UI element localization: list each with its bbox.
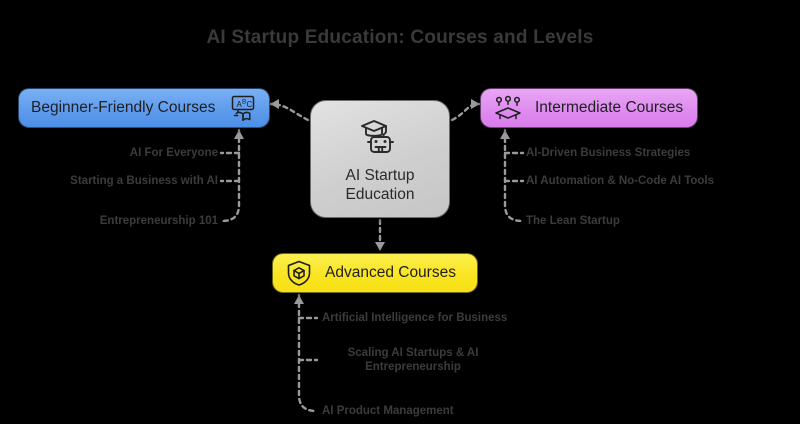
arrow-intermediate	[471, 99, 480, 109]
arrow-spine-beginner	[234, 130, 244, 139]
node-beginner-label: Beginner-Friendly Courses	[31, 99, 216, 116]
shield-cube-icon	[285, 259, 313, 287]
node-advanced-label: Advanced Courses	[325, 264, 456, 281]
edge-center-intermediate	[450, 102, 482, 122]
svg-text:C: C	[247, 100, 253, 109]
arrow-beginner	[270, 99, 279, 109]
leaf-beginner-2: Entrepreneurship 101	[99, 215, 218, 227]
node-advanced-courses[interactable]: Advanced Courses	[272, 253, 478, 293]
svg-text:A: A	[237, 100, 243, 109]
spine-intermediate	[503, 128, 524, 223]
node-intermediate-label: Intermediate Courses	[535, 99, 684, 116]
page-title: AI Startup Education: Courses and Levels	[206, 27, 594, 48]
leaf-intermediate-2: The Lean Startup	[526, 215, 620, 227]
svg-text:B: B	[242, 99, 246, 106]
leaf-intermediate-0: AI-Driven Business Strategies	[526, 147, 691, 159]
graduation-robot-icon	[357, 115, 403, 159]
node-center[interactable]: AI Startup Education	[310, 100, 450, 218]
graduation-people-icon	[493, 94, 523, 122]
node-center-label: AI Startup Education	[345, 166, 415, 203]
node-beginner-friendly-courses[interactable]: Beginner-Friendly Courses A B C	[18, 88, 270, 128]
spine-advanced	[297, 293, 318, 413]
leaf-beginner-0: AI For Everyone	[129, 147, 218, 159]
leaf-advanced-2: AI Product Management	[322, 405, 454, 417]
leaf-advanced-1: Scaling AI Startups & AI Entrepreneurshi…	[347, 347, 479, 373]
arrow-spine-advanced	[294, 295, 304, 304]
spine-beginner	[220, 128, 241, 223]
edge-center-beginner	[268, 102, 310, 122]
leaf-intermediate-1: AI Automation & No-Code AI Tools	[526, 175, 715, 187]
arrow-advanced	[375, 242, 385, 251]
node-intermediate-courses[interactable]: Intermediate Courses	[480, 88, 698, 128]
leaf-beginner-1: Starting a Business with AI	[70, 175, 218, 187]
arrow-spine-intermediate	[500, 130, 510, 139]
abc-book-icon: A B C	[229, 94, 257, 122]
leaf-advanced-0: Artificial Intelligence for Business	[322, 312, 508, 324]
